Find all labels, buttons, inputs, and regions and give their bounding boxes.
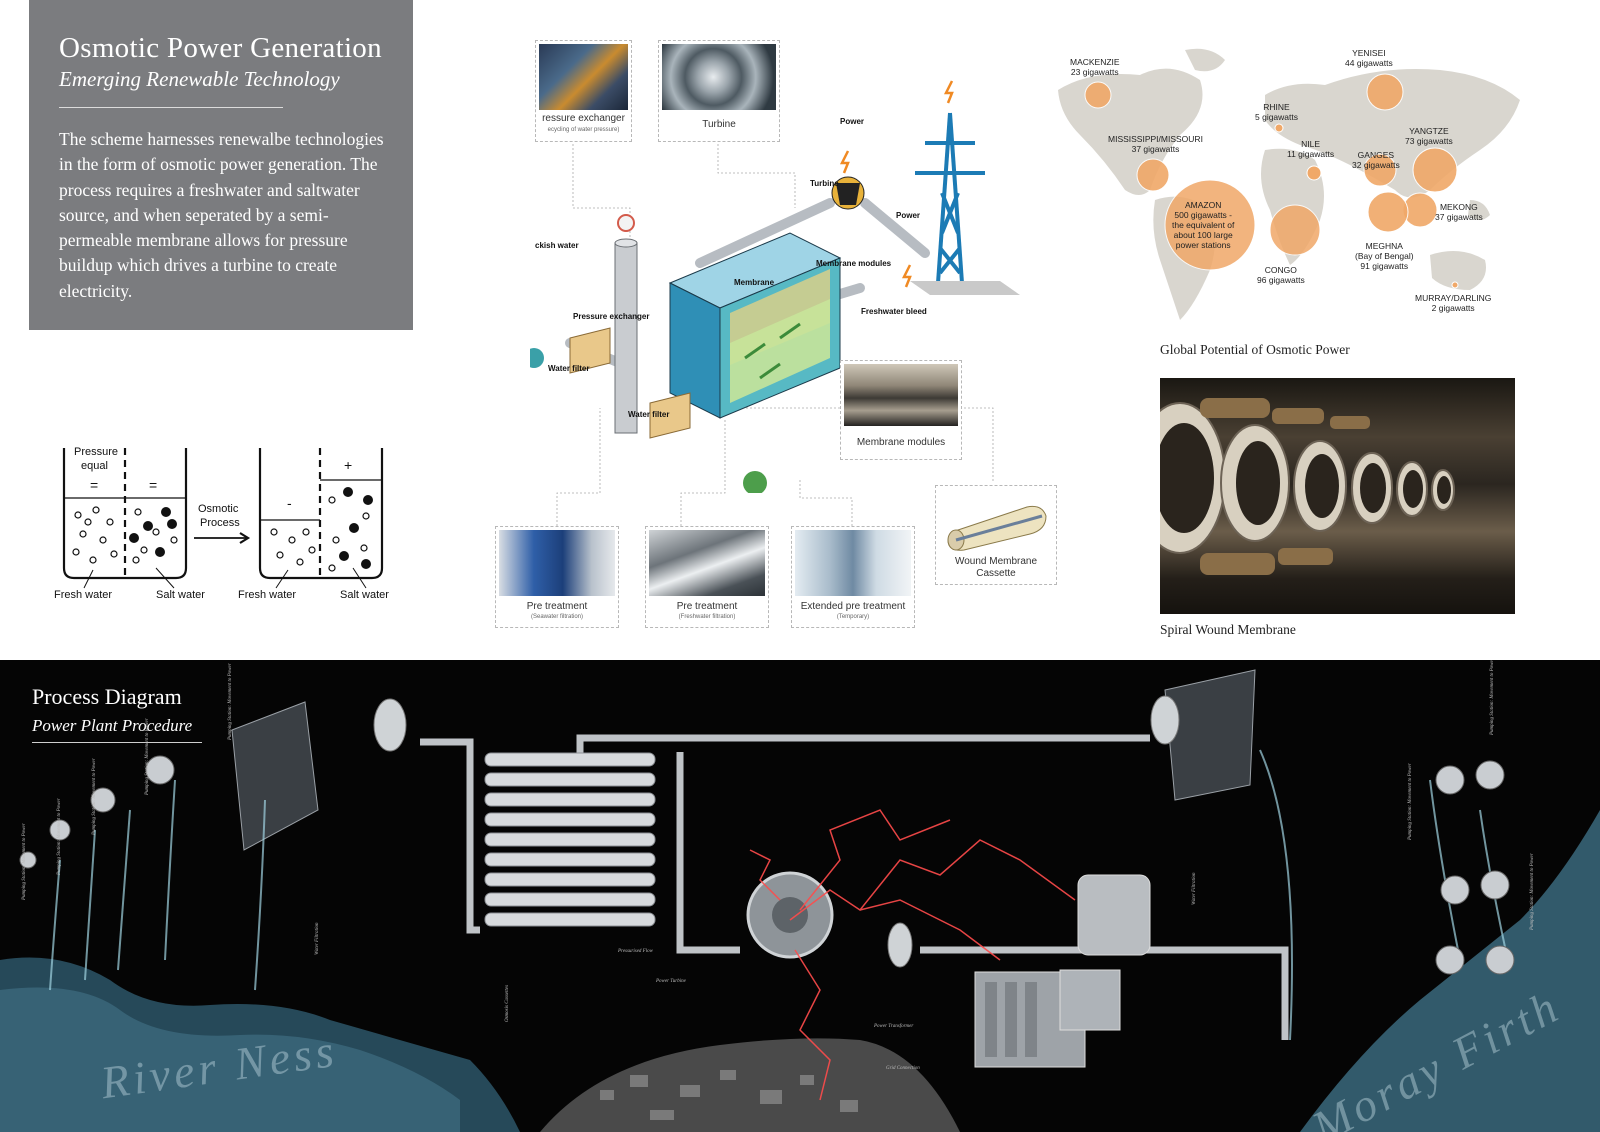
label-water-filter-bottom: Water filter <box>628 410 670 419</box>
intro-body: The scheme harnesses renewalbe technolog… <box>59 129 384 301</box>
pre-treatment-freshwater-photo: Pre treatment (Freshwater filtration) <box>645 526 769 628</box>
cassette-caption-line2: Cassette <box>976 568 1016 579</box>
intro-panel: Osmotic Power Generation Emerging Renewa… <box>29 0 413 330</box>
salt-water-label-right: Salt water <box>340 589 389 601</box>
membrane-tubes-drawing <box>1160 398 1455 575</box>
pump-label-8: Pumping Station: Movement to Power <box>1530 853 1535 930</box>
process-title: Process Diagram <box>32 684 182 709</box>
minus-sign: - <box>287 495 292 511</box>
label-water-filter-left: Water filter <box>548 364 590 373</box>
pump-label-3: Pumping Station: Movement to Power <box>92 758 97 835</box>
pump-label-4: Pumping Station: Movement to Power <box>145 718 150 795</box>
grid-connection-label: Grid Connection <box>886 1066 920 1071</box>
process-title-divider <box>32 742 202 743</box>
osmosis-beakers-drawing <box>62 448 384 589</box>
plant-diagram: ressure exchanger ecycling of water pres… <box>495 38 1065 630</box>
pump-label-5: Pumping Station: Movement to Power <box>228 663 233 740</box>
spiral-caption: Spiral Wound Membrane <box>1160 622 1296 637</box>
fresh-water-label-right: Fresh water <box>238 589 297 601</box>
power-turbine-label: Power Turbine <box>656 979 686 984</box>
process-subtitle: Power Plant Procedure <box>32 716 193 735</box>
label-power-mid: Power <box>896 211 921 220</box>
spiral-wound-membrane-photo <box>1160 378 1515 614</box>
process-illustration <box>0 669 1600 1132</box>
pressure-label: Pressure <box>74 446 119 458</box>
label-brackish-water: ckish water <box>535 241 579 250</box>
label-membrane-modules: Membrane modules <box>816 259 892 268</box>
label-membrane: Membrane <box>734 278 775 287</box>
world-map-drawing <box>1058 48 1520 320</box>
wound-cassette-photo: Wound Membrane Cassette <box>935 485 1057 585</box>
pressurised-flow-label: Pressurised Flow <box>618 949 653 954</box>
turbine-photo: Turbine <box>658 40 780 142</box>
map-caption: Global Potential of Osmotic Power <box>1160 342 1350 357</box>
title-divider <box>59 107 283 108</box>
page-title: Osmotic Power Generation <box>59 32 382 64</box>
pressure-exchanger-photo: ressure exchanger ecycling of water pres… <box>535 40 632 142</box>
equal-label: equal <box>81 460 108 472</box>
plant-illustration <box>530 80 1020 493</box>
wound-cassette-drawing <box>947 505 1047 551</box>
pump-label-2: Pumping Station: Movement to Power <box>57 798 62 875</box>
process-diagram: Process Diagram Power Plant Procedure Pu… <box>0 660 1600 1132</box>
label-turbine: Turbine <box>810 179 839 188</box>
pre-treatment-seawater-photo: Pre treatment (Seawater filtration) <box>495 526 619 628</box>
plus-sign: + <box>344 457 353 473</box>
pump-label-6: Pumping Station: Movement to Power <box>1408 763 1413 840</box>
equal-sign-left: = <box>90 477 99 493</box>
osmosis-cassettes-label: Osmosis Cassettes <box>505 984 510 1022</box>
osmosis-sketch: Pressure equal = = - + Osmotic Process F… <box>48 440 408 610</box>
salt-water-label-left: Salt water <box>156 589 205 601</box>
extended-pre-treatment-photo: Extended pre treatment (Temporary) <box>791 526 915 628</box>
water-filtration-label-right: Water Filtration <box>1192 872 1197 905</box>
label-power-top: Power <box>840 117 865 126</box>
label-pressure-exchanger: Pressure exchanger <box>573 312 650 321</box>
membrane-modules-photo: Membrane modules <box>840 360 962 460</box>
map-label-meghna: MEGHNA(Bay of Bengal)91 gigawatts <box>1355 241 1414 271</box>
cassette-caption-line1: Wound Membrane <box>954 556 1038 567</box>
fresh-water-label-left: Fresh water <box>54 589 113 601</box>
power-transformer-label: Power Transformer <box>874 1024 914 1029</box>
equal-sign-right: = <box>149 477 158 493</box>
pump-label-7: Pumping Station: Movement to Power <box>1490 660 1495 735</box>
label-freshwater-bleed: Freshwater bleed <box>861 307 927 316</box>
page-subtitle: Emerging Renewable Technology <box>59 67 340 91</box>
process-label: Process <box>200 517 240 529</box>
pump-label-1: Pumping Station: Movement to Power <box>22 823 27 900</box>
water-filtration-label-left: Water Filtration <box>315 922 320 955</box>
osmotic-label: Osmotic <box>198 503 239 515</box>
